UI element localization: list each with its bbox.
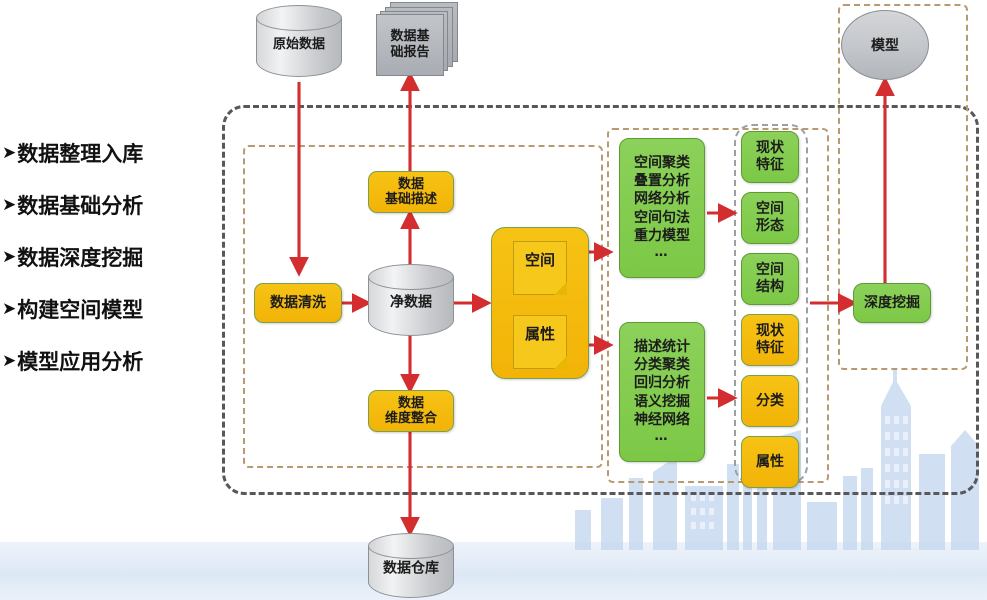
attribute-method-3: 语义挖掘 [634,393,690,410]
output-label-line1: 现状 [756,323,784,340]
bullet-arrow-icon: ➤ [2,351,17,371]
attribute-method-0: 描述统计 [634,339,690,356]
basic-description-line2: 基础描述 [384,192,437,207]
outer-workflow-boundary [222,105,979,495]
note-fold-corner-icon [554,356,567,369]
bullet-arrow-icon: ➤ [2,299,17,319]
agenda-list: ➤ 数据整理入库 ➤ 数据基础分析 ➤ 数据深度挖掘 ➤ 构建空间模型 ➤ 模型… [2,138,202,398]
attribute-label: 属性 [524,325,555,343]
bullet-arrow-icon: ➤ [2,143,17,163]
spatial-methods-box[interactable]: 空间聚类 叠置分析 网络分析 空间句法 重力模型 … [619,138,705,278]
attribute-method-4: 神经网络 [634,411,690,428]
spatial-methods-more: … [654,245,670,261]
model-label: 模型 [871,38,899,54]
spatial-method-1: 叠置分析 [634,173,690,190]
clean-data-label: 净数据 [390,294,432,311]
output-attribute-1[interactable]: 分类 [741,375,799,427]
output-label-line2: 形态 [756,218,784,234]
raw-data-cylinder: 原始数据 [256,5,342,77]
basic-report-documents: 数据基 础报告 [376,2,462,80]
dimension-integration-line2: 维度整合 [384,411,437,426]
output-spatial-0[interactable]: 现状 特征 [741,131,799,183]
agenda-item-2: ➤ 数据深度挖掘 [2,242,202,272]
data-warehouse-label: 数据仓库 [383,560,439,577]
output-label-line2: 特征 [756,340,784,356]
output-label-line1: 空间 [756,201,784,218]
deep-mining-label: 深度挖掘 [864,294,920,311]
attribute-method-2: 回归分析 [634,375,690,392]
attribute-methods-more: … [654,429,670,445]
city-skyline-watermark [575,368,979,550]
output-attribute-2[interactable]: 属性 [741,436,799,488]
basic-description-line1: 数据 [397,176,424,192]
output-spatial-1[interactable]: 空间 形态 [741,192,799,244]
spatial-method-3: 空间句法 [634,209,690,226]
basic-report-line2: 础报告 [390,45,430,60]
cylinder-top [368,533,454,559]
agenda-item-label: 构建空间模型 [17,298,144,322]
agenda-item-1: ➤ 数据基础分析 [2,190,202,220]
data-prep-zone-boundary [243,145,603,468]
bullet-arrow-icon: ➤ [2,247,17,267]
bullet-arrow-icon: ➤ [2,195,17,215]
attribute-method-1: 分类聚类 [634,357,690,374]
cylinder-top [368,264,454,290]
agenda-item-4: ➤ 模型应用分析 [2,346,202,376]
spatial-method-4: 重力模型 [634,227,690,244]
spatial-method-2: 网络分析 [634,191,690,208]
bottom-gradient-band [0,542,987,600]
output-attribute-0[interactable]: 现状 特征 [741,314,799,366]
model-zone-boundary [838,4,968,370]
attribute-methods-box[interactable]: 描述统计 分类聚类 回归分析 语义挖掘 神经网络 … [619,322,705,462]
agenda-item-0: ➤ 数据整理入库 [2,138,202,168]
output-label-line1: 属性 [756,453,784,470]
analysis-zone-boundary [607,128,829,483]
document-sheet-front [376,14,444,76]
dimension-integration-box[interactable]: 数据 维度整合 [368,390,454,432]
space-label: 空间 [524,251,555,269]
output-label-line2: 特征 [756,157,784,173]
agenda-item-label: 数据深度挖掘 [17,246,144,270]
agenda-item-3: ➤ 构建空间模型 [2,294,202,324]
data-cleaning-label: 数据清洗 [270,294,326,311]
raw-data-label: 原始数据 [272,37,325,53]
note-fold-corner-icon [554,282,567,295]
agenda-item-label: 模型应用分析 [17,350,144,374]
output-label-line1: 空间 [756,262,784,279]
deep-mining-box[interactable]: 深度挖掘 [853,283,931,323]
space-note[interactable]: 空间 [513,241,567,295]
agenda-item-label: 数据基础分析 [17,194,144,218]
clean-data-cylinder: 净数据 [368,264,454,336]
basic-report-label: 数据基 础报告 [376,14,444,76]
data-cleaning-box[interactable]: 数据清洗 [254,283,342,323]
basic-description-box[interactable]: 数据 基础描述 [368,171,454,213]
dimension-integration-line1: 数据 [397,395,424,411]
output-label-line1: 现状 [756,140,784,157]
data-warehouse-cylinder: 数据仓库 [368,533,454,598]
model-ellipse[interactable]: 模型 [841,10,929,80]
agenda-item-label: 数据整理入库 [17,142,144,166]
output-label-line2: 结构 [756,279,784,295]
basic-report-line1: 数据基 [390,29,430,45]
output-label-line1: 分类 [756,392,784,409]
spatial-method-0: 空间聚类 [634,155,690,172]
attribute-note[interactable]: 属性 [513,315,567,369]
output-spatial-2[interactable]: 空间 结构 [741,253,799,305]
cylinder-top [256,5,342,31]
